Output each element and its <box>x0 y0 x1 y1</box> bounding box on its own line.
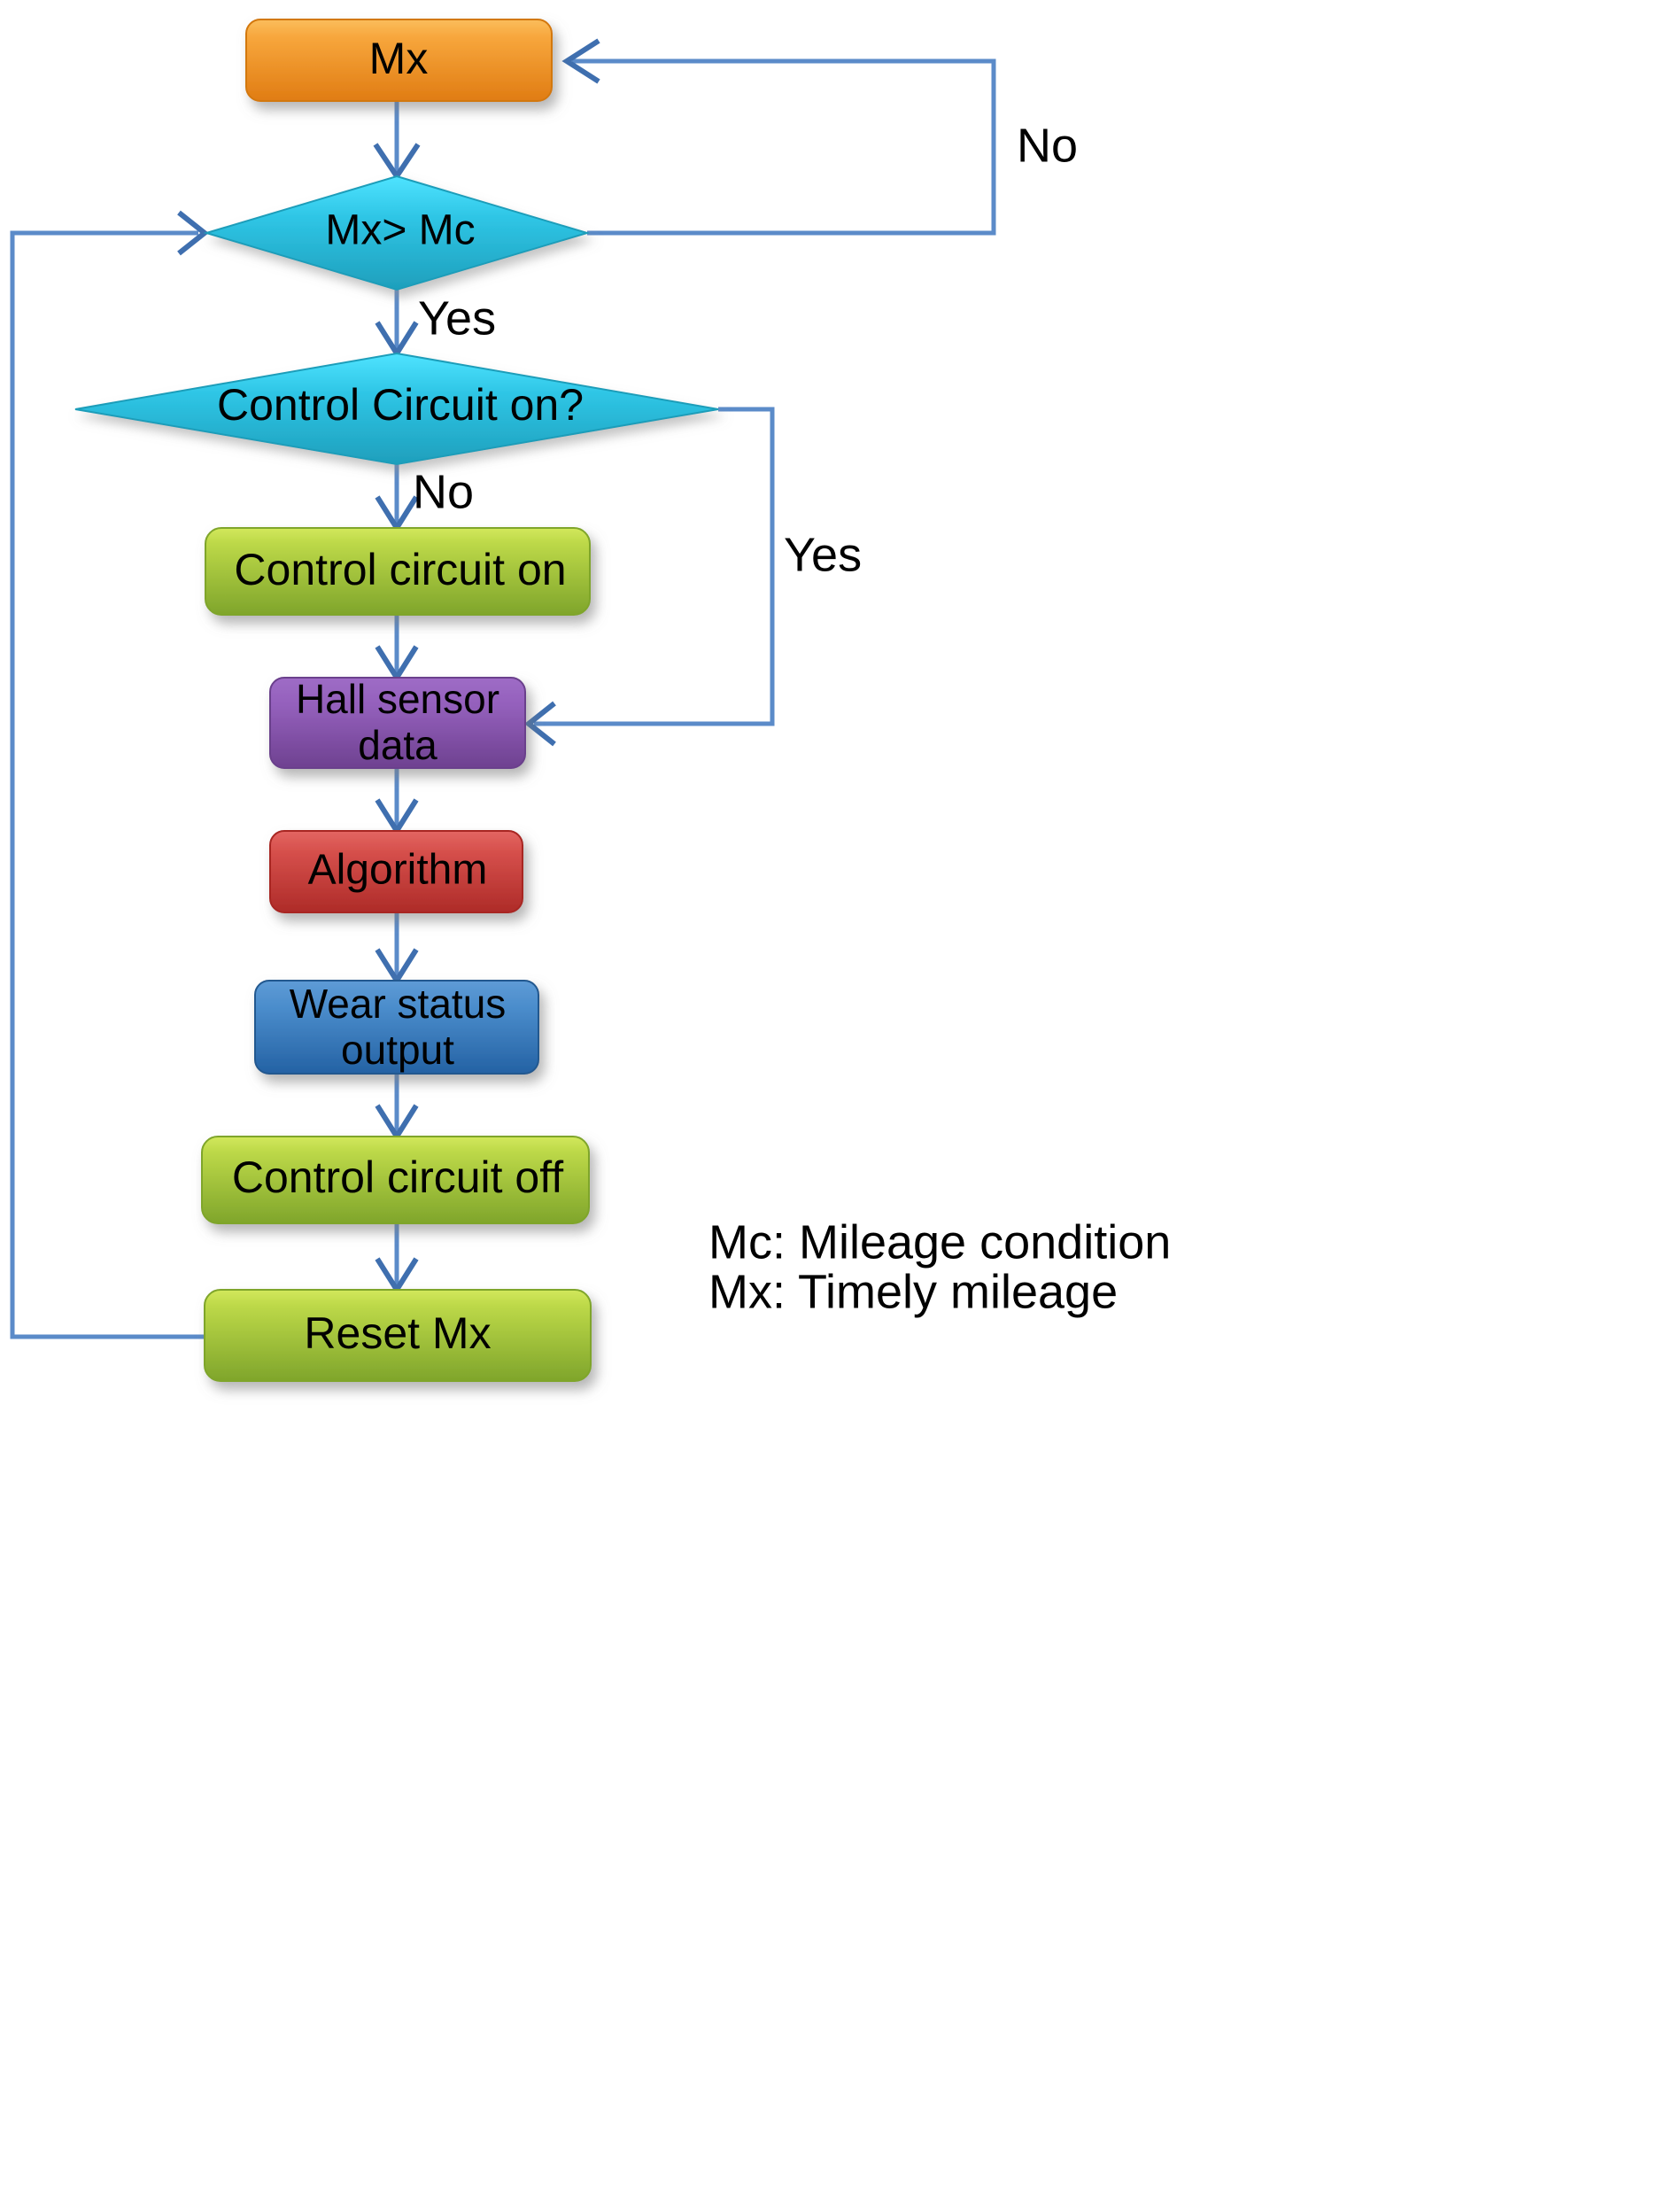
node-reset-mx-label: Reset Mx <box>304 1308 491 1358</box>
node-mx-shape[interactable] <box>245 19 553 102</box>
node-wear-status-output-shape[interactable] <box>254 980 539 1075</box>
edge-reset-to-decision-loop <box>10 210 209 1339</box>
node-algorithm-label: Algorithm <box>308 847 488 894</box>
node-control-circuit-on-question[interactable]: Control Circuit on? <box>74 352 719 466</box>
edge-hall-to-algorithm <box>375 768 419 836</box>
edge-control-q-no <box>375 464 419 533</box>
node-mx-gt-mc-label: Mx> Mc <box>325 207 475 254</box>
edge-label-no-control: No <box>413 465 474 518</box>
edge-decision-yes-to-control-q <box>375 290 419 359</box>
node-hall-sensor-data-label-line1: Hall sensor <box>296 676 499 722</box>
edge-label-yes-control: Yes <box>784 528 862 581</box>
legend-line-mx: Mx: Timely mileage <box>708 1265 1118 1318</box>
edge-mx-to-decision <box>373 100 421 182</box>
node-control-circuit-on-label: Control circuit on <box>234 545 566 594</box>
legend-line-mc: Mc: Mileage condition <box>708 1215 1171 1269</box>
edge-algorithm-to-wear <box>375 912 419 986</box>
node-control-circuit-off-shape[interactable] <box>201 1136 590 1224</box>
node-reset-mx[interactable]: Reset Mx <box>204 1289 592 1382</box>
node-hall-sensor-data-shape[interactable] <box>269 677 526 769</box>
node-reset-mx-shape[interactable] <box>204 1289 592 1382</box>
edge-wear-to-control-off <box>375 1074 419 1142</box>
node-mx-gt-mc[interactable]: Mx> Mc <box>203 175 591 291</box>
node-control-circuit-on-question-shape[interactable] <box>74 352 719 466</box>
node-wear-status-output-label-line2: output <box>341 1027 454 1073</box>
legend: Mc: Mileage condition Mx: Timely mileage <box>708 1215 1171 1318</box>
edge-control-q-yes-to-hall <box>524 407 775 747</box>
node-hall-sensor-data-label-line2: data <box>358 722 437 768</box>
node-control-circuit-on-question-label: Control Circuit on? <box>217 380 584 430</box>
node-wear-status-output-label-line1: Wear status <box>290 981 507 1027</box>
node-wear-status-output[interactable]: Wear status output <box>254 980 539 1075</box>
node-hall-sensor-data[interactable]: Hall sensor data <box>269 676 526 769</box>
node-algorithm[interactable]: Algorithm <box>269 830 523 913</box>
node-control-circuit-off-label: Control circuit off <box>232 1152 563 1202</box>
edge-control-on-to-hall <box>375 615 419 683</box>
node-algorithm-shape[interactable] <box>269 830 523 913</box>
edge-control-off-to-reset <box>375 1223 419 1295</box>
edge-decision-no-loop <box>561 38 996 236</box>
node-control-circuit-off[interactable]: Control circuit off <box>201 1136 590 1224</box>
node-mx-label: Mx <box>369 34 429 83</box>
node-control-circuit-on[interactable]: Control circuit on <box>205 527 591 616</box>
edge-label-yes-mx: Yes <box>418 291 496 345</box>
node-control-circuit-on-shape[interactable] <box>205 527 591 616</box>
node-mx-gt-mc-shape[interactable] <box>203 175 591 291</box>
edge-label-no-mx-loop: No <box>1017 119 1078 172</box>
node-mx[interactable]: Mx <box>245 19 553 102</box>
